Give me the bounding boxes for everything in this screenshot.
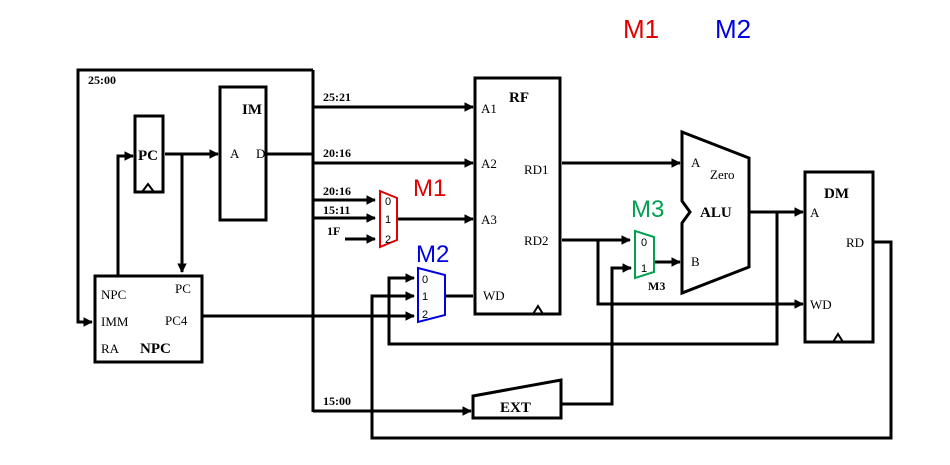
alu-label: ALU	[700, 205, 732, 221]
im-label: IM	[242, 102, 262, 118]
wire-label-25-00: 25:00	[88, 73, 116, 87]
wire-label-20-16-a2: 20:16	[323, 146, 351, 160]
dm-port-wd: WD	[810, 297, 832, 312]
dm-label: DM	[824, 186, 849, 202]
rf-a2: A2	[481, 156, 497, 171]
m3-sub-label: M3	[648, 279, 665, 293]
alu-zero: Zero	[710, 167, 735, 182]
im-port-a: A	[230, 146, 240, 161]
m2-in1: 1	[422, 291, 428, 303]
m2-in0: 0	[422, 274, 428, 286]
npc-port-ra: RA	[101, 341, 120, 356]
m3-in0: 0	[641, 237, 647, 249]
m1-in2: 2	[385, 234, 391, 246]
npc-port-npc: NPC	[101, 287, 126, 302]
ext-label: EXT	[500, 400, 531, 416]
npc-port-imm: IMM	[101, 314, 129, 329]
ext-block: EXT	[471, 378, 563, 420]
rf-a3: A3	[481, 212, 497, 227]
m1-in1: 1	[385, 214, 391, 226]
wire-label-25-21: 25:21	[323, 90, 351, 104]
pc-block: PC	[133, 114, 165, 194]
m1-in0: 0	[385, 196, 391, 208]
wire-label-15-11: 15:11	[323, 203, 350, 217]
wire-label-20-16-m1: 20:16	[323, 184, 351, 198]
dm-port-a: A	[810, 205, 820, 220]
rf-label: RF	[509, 90, 529, 106]
wire-labels: 25:00 25:21 20:16 20:16 15:11 1F 15:00	[88, 73, 351, 408]
mux-m2: 0 1 2 M2	[416, 241, 449, 324]
alu-block: ALU A Zero B	[680, 129, 751, 296]
npc-label: NPC	[140, 341, 171, 357]
im-port-d: D	[256, 146, 265, 161]
wires	[76, 68, 893, 440]
alu-port-b: B	[691, 254, 700, 269]
legend-m1: M1	[623, 14, 659, 44]
legend-m2: M2	[715, 14, 751, 44]
mux-m1: 0 1 2 M1	[379, 175, 446, 249]
dm-block: DM A RD WD	[803, 170, 875, 344]
npc-block: NPC IMM RA PC PC4 NPC	[93, 274, 204, 364]
dm-port-rd: RD	[846, 235, 864, 250]
m3-in1: 1	[641, 263, 647, 275]
rf-wd: WD	[483, 288, 505, 303]
m3-label: M3	[631, 196, 664, 223]
m1-label: M1	[413, 175, 446, 202]
m2-label: M2	[416, 241, 449, 268]
m2-in2: 2	[422, 309, 428, 321]
wire-label-15-00: 15:00	[323, 394, 351, 408]
wire-label-1f: 1F	[327, 224, 340, 238]
im-block: IM A D	[218, 85, 268, 222]
mux-m3: 0 1 M3 M3	[631, 196, 665, 293]
rf-a1: A1	[481, 101, 497, 116]
npc-port-pc: PC	[175, 281, 191, 296]
npc-port-pc4: PC4	[165, 313, 188, 328]
rf-rd1: RD1	[524, 162, 549, 177]
rf-block: RF A1 A2 A3 WD RD1 RD2	[473, 76, 562, 316]
pc-label: PC	[138, 148, 158, 164]
rf-rd2: RD2	[524, 233, 549, 248]
alu-port-a: A	[691, 155, 701, 170]
